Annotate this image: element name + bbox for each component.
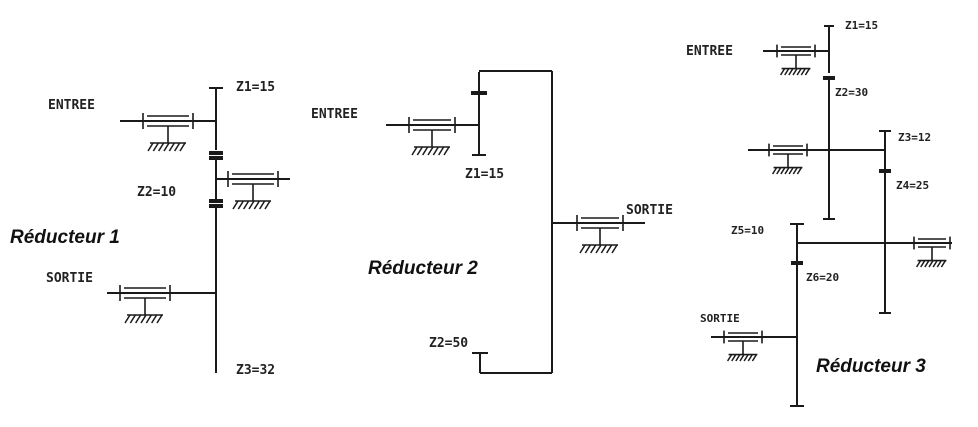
ground-hatch-icon <box>590 244 597 254</box>
ground-hatch-icon <box>152 142 159 152</box>
reducer-2-output-label: SORTIE <box>626 203 673 218</box>
ground-hatch-icon <box>411 146 418 156</box>
reducer-2-gear-z1-label: Z1=15 <box>465 167 504 182</box>
ground-hatch-icon <box>784 167 790 175</box>
reducer-2-input-bearing <box>408 117 456 156</box>
reducer-3-gear-z4-label: Z4=25 <box>896 179 929 192</box>
ground-hatch-icon <box>124 314 131 324</box>
ground-hatch-icon <box>243 200 250 210</box>
ground-hatch-icon <box>432 146 439 156</box>
reducer-2-gear-z2-label: Z2=50 <box>429 336 468 351</box>
ground-hatch-icon <box>751 354 758 362</box>
ground-hatch-icon <box>779 68 786 76</box>
ground-hatch-icon <box>800 68 806 76</box>
ground-hatch-icon <box>147 142 154 152</box>
ground-hatch-icon <box>156 314 163 324</box>
ground-hatch-icon <box>416 146 423 156</box>
ground-hatch-icon <box>788 167 794 175</box>
reducer-3-diagram: Réducteur 3 ENTREE SORTIE Z1=15 Z2=30 Z3… <box>686 19 952 407</box>
reducer-3-output-label: SORTIE <box>700 312 740 325</box>
reducer-3-output-bearing <box>723 330 763 362</box>
reducer-1-title: Réducteur 1 <box>10 227 120 248</box>
ground-hatch-icon <box>174 142 181 152</box>
reducer-3-gear-z2-label: Z2=30 <box>835 86 868 99</box>
ground-hatch-icon <box>259 200 266 210</box>
reducer-2-title: Réducteur 2 <box>368 258 478 279</box>
ground-hatch-icon <box>606 244 613 254</box>
reducer-1-input-label: ENTREE <box>48 98 95 113</box>
ground-hatch-icon <box>443 146 450 156</box>
ground-hatch-icon <box>600 244 607 254</box>
ground-hatch-icon <box>135 314 142 324</box>
ground-hatch-icon <box>427 146 434 156</box>
reducer-1-z2-bearing <box>227 171 279 210</box>
ground-hatch-icon <box>237 200 244 210</box>
ground-hatch-icon <box>579 244 586 254</box>
ground-hatch-icon <box>924 260 930 268</box>
ground-hatch-icon <box>792 167 798 175</box>
reducer-3-input-label: ENTREE <box>686 44 733 59</box>
ground-hatch-icon <box>422 146 429 156</box>
ground-hatch-icon <box>739 354 745 362</box>
ground-hatch-icon <box>796 68 802 76</box>
reducer-1-output-label: SORTIE <box>46 271 93 286</box>
ground-hatch-icon <box>151 314 158 324</box>
reducer-1-gear-z2-label: Z2=10 <box>137 185 176 200</box>
reducer-1-gear-z1-label: Z1=15 <box>236 80 275 95</box>
reducer-3-gear-z6-label: Z6=20 <box>806 271 839 284</box>
reducer-1-diagram: Réducteur 1 ENTREE SORTIE Z1=15 Z2=10 Z3… <box>10 80 290 378</box>
ground-hatch-icon <box>140 314 147 324</box>
ground-hatch-icon <box>804 68 811 76</box>
reducer-2-output-bearing <box>576 215 624 254</box>
ground-hatch-icon <box>776 167 782 175</box>
reducer-3-gear-z1-label: Z1=15 <box>845 19 878 32</box>
reducer-3-shaft-2-bearing <box>768 143 808 175</box>
ground-hatch-icon <box>796 167 803 175</box>
ground-hatch-icon <box>158 142 165 152</box>
reducer-3-gear-z3-label: Z3=12 <box>898 131 931 144</box>
ground-hatch-icon <box>248 200 255 210</box>
ground-hatch-icon <box>780 167 786 175</box>
ground-hatch-icon <box>129 314 136 324</box>
ground-hatch-icon <box>936 260 942 268</box>
ground-hatch-icon <box>595 244 602 254</box>
ground-hatch-icon <box>438 146 445 156</box>
reducer-3-title: Réducteur 3 <box>816 356 926 377</box>
reducer-1-input-bearing <box>142 113 194 152</box>
ground-hatch-icon <box>145 314 152 324</box>
ground-hatch-icon <box>584 244 591 254</box>
ground-hatch-icon <box>792 68 798 76</box>
ground-hatch-icon <box>726 354 733 362</box>
ground-hatch-icon <box>163 142 170 152</box>
ground-hatch-icon <box>253 200 260 210</box>
ground-hatch-icon <box>928 260 934 268</box>
reducer-2-diagram: Réducteur 2 ENTREE SORTIE Z1=15 Z2=50 <box>311 70 673 374</box>
ground-hatch-icon <box>232 200 239 210</box>
ground-hatch-icon <box>771 167 778 175</box>
reducer-3-input-bearing <box>776 44 816 76</box>
reducer-2-input-label: ENTREE <box>311 107 358 122</box>
reducer-1-gear-z3-label: Z3=32 <box>236 363 275 378</box>
ground-hatch-icon <box>920 260 926 268</box>
ground-hatch-icon <box>932 260 938 268</box>
ground-hatch-icon <box>915 260 922 268</box>
reducer-3-gear-z5-label: Z5=10 <box>731 224 764 237</box>
ground-hatch-icon <box>168 142 175 152</box>
ground-hatch-icon <box>743 354 749 362</box>
ground-hatch-icon <box>731 354 737 362</box>
ground-hatch-icon <box>940 260 947 268</box>
ground-hatch-icon <box>264 200 271 210</box>
ground-hatch-icon <box>735 354 741 362</box>
ground-hatch-icon <box>611 244 618 254</box>
reducer-1-output-bearing <box>119 285 171 324</box>
ground-hatch-icon <box>747 354 753 362</box>
reducer-3-shaft-3-bearing <box>913 236 951 268</box>
ground-hatch-icon <box>788 68 794 76</box>
ground-hatch-icon <box>179 142 186 152</box>
ground-hatch-icon <box>784 68 790 76</box>
